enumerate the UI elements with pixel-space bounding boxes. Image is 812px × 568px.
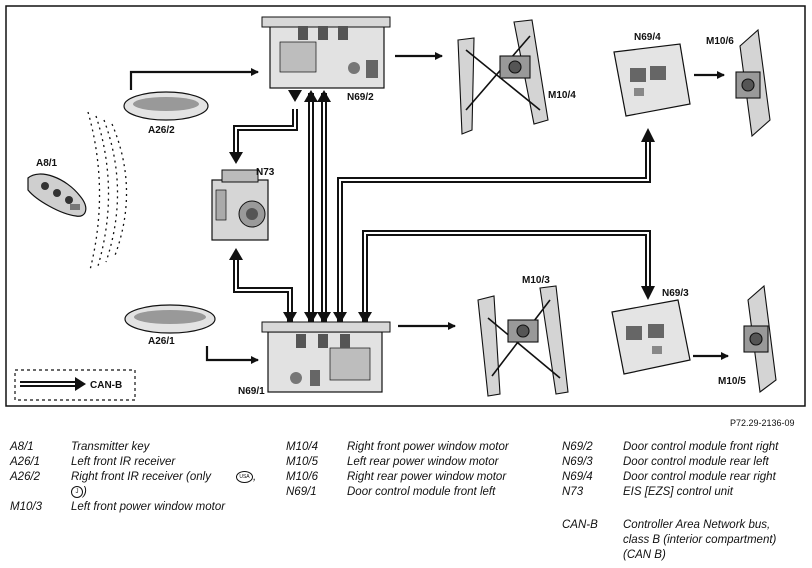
- legend-code: CAN-B: [562, 519, 598, 531]
- ir-receiver-a26-2: [123, 91, 209, 121]
- legend-desc: Controller Area Network bus,: [623, 519, 771, 531]
- legend-code: N69/4: [562, 471, 593, 483]
- window-motor-m10-3: [477, 285, 569, 397]
- legend-desc: EIS [EZS] control unit: [623, 486, 733, 498]
- label-n73: N73: [256, 167, 275, 178]
- legend-desc: Left rear power window motor: [347, 456, 499, 468]
- label-m10-5: M10/5: [718, 376, 746, 387]
- eis-control-unit-n73: [211, 169, 269, 241]
- label-a26-1: A26/1: [148, 336, 175, 347]
- legend-code: N69/1: [286, 486, 317, 498]
- label-n69-2: N69/2: [347, 92, 374, 103]
- legend-desc: Right front power window motor: [347, 441, 509, 453]
- legend-desc: Transmitter key: [71, 441, 150, 453]
- can-b-key: CAN-B: [14, 369, 136, 401]
- legend-code: A26/2: [10, 471, 41, 483]
- legend-desc: Door control module rear right: [623, 471, 776, 483]
- legend-code: N73: [562, 486, 584, 498]
- legend-separator: ,: [253, 471, 257, 483]
- legend-badge-group: J): [71, 485, 87, 500]
- transmitter-key-a8-1: [27, 173, 87, 217]
- label-m10-4: M10/4: [548, 90, 576, 101]
- usa-badge-icon: USA: [236, 470, 253, 483]
- legend-desc: Left front power window motor: [71, 501, 226, 513]
- legend-code: M10/5: [286, 456, 318, 468]
- door-control-module-n69-3: [611, 299, 691, 375]
- label-a8-1: A8/1: [36, 158, 58, 169]
- legend-close-paren: ): [83, 486, 87, 498]
- legend-desc: Door control module rear left: [623, 456, 769, 468]
- label-a26-2: A26/2: [148, 125, 175, 136]
- legend-desc: Left front IR receiver: [71, 456, 176, 468]
- japan-badge-icon: J: [71, 485, 83, 498]
- legend-code: M10/3: [10, 501, 42, 513]
- label-m10-6: M10/6: [706, 36, 734, 47]
- legend-desc: (CAN B): [623, 549, 666, 561]
- ir-signal-a26-1-to-n69-1: [205, 346, 259, 364]
- legend-code: M10/4: [286, 441, 318, 453]
- ir-signal-waves: [87, 111, 128, 271]
- ir-receiver-a26-1: [124, 304, 216, 334]
- ir-signal-a26-2-to-n69-2: [129, 68, 259, 90]
- figure-id: P72.29-2136-09: [730, 418, 795, 428]
- legend-code: N69/2: [562, 441, 593, 453]
- door-control-module-n69-2: [261, 16, 391, 89]
- legend-code: A8/1: [10, 441, 34, 453]
- door-control-module-n69-4: [613, 43, 691, 117]
- legend-desc: Right rear power window motor: [347, 471, 507, 483]
- legend-desc: Door control module front left: [347, 486, 496, 498]
- label-n69-1: N69/1: [238, 386, 265, 397]
- window-motor-m10-4: [457, 19, 549, 135]
- diagram-frame: [5, 5, 806, 407]
- legend-desc: class B (interior compartment): [623, 534, 777, 546]
- door-control-module-n69-1: [261, 321, 391, 393]
- window-motor-m10-6: [735, 28, 771, 138]
- legend-desc: Right front IR receiver (only: [71, 471, 211, 483]
- label-n69-4: N69/4: [634, 32, 661, 43]
- legend-code: N69/3: [562, 456, 593, 468]
- legend-desc: Door control module front right: [623, 441, 779, 453]
- label-n69-3: N69/3: [662, 288, 689, 299]
- can-b-bus-lines: [229, 90, 655, 324]
- legend-badge-group: USA,: [236, 470, 256, 485]
- label-m10-3: M10/3: [522, 275, 550, 286]
- can-b-key-label: CAN-B: [90, 380, 122, 391]
- connection-lines: [129, 52, 729, 364]
- legend-code: M10/6: [286, 471, 318, 483]
- legend-code: A26/1: [10, 456, 41, 468]
- window-motor-m10-5: [743, 284, 777, 394]
